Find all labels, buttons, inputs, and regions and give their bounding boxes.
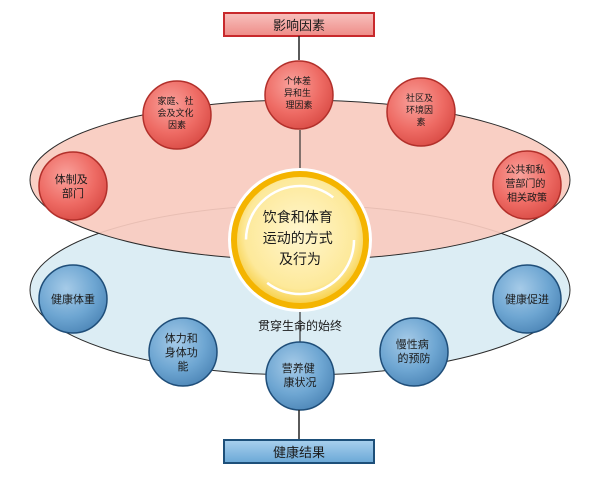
footer-box: 健康结果 — [223, 439, 375, 464]
node-healthy-weight-label: 健康体重 — [51, 292, 95, 306]
influence-node-institutions: 体制及 部门 — [38, 151, 108, 221]
influence-node-policy: 公共和私 营部门的 相关政策 — [492, 150, 562, 220]
footer-title: 健康结果 — [273, 445, 325, 461]
influence-node-individual: 个体差 异和生 理因素 — [264, 60, 334, 130]
center-circle: 饮食和体育 运动的方式 及行为 — [228, 168, 372, 312]
node-community-label: 社区及 环境因 素 — [406, 92, 436, 128]
header-title: 影响因素 — [273, 18, 325, 34]
header-box: 影响因素 — [223, 12, 375, 37]
node-chronic-disease-label: 慢性病 的预防 — [396, 337, 433, 365]
outcome-node-nutrition-status: 营养健 康状况 — [265, 341, 335, 411]
node-health-promotion-label: 健康促进 — [505, 292, 549, 306]
node-policy-label: 公共和私 营部门的 相关政策 — [505, 164, 548, 204]
outcome-node-health-promotion: 健康促进 — [492, 264, 562, 334]
node-nutrition-status-label: 营养健 康状况 — [282, 361, 319, 389]
outcome-node-physical-fitness: 体力和 身体功 能 — [148, 317, 218, 387]
influence-node-family: 家庭、社 会及文化 因素 — [142, 80, 212, 150]
influence-node-community: 社区及 环境因 素 — [386, 77, 456, 147]
outcome-node-healthy-weight: 健康体重 — [38, 264, 108, 334]
node-family-label: 家庭、社 会及文化 因素 — [158, 95, 197, 131]
outcome-node-chronic-disease: 慢性病 的预防 — [379, 317, 449, 387]
lifelong-label: 贯穿生命的始终 — [258, 318, 342, 333]
node-institutions-label: 体制及 部门 — [55, 172, 92, 200]
node-physical-fitness-label: 体力和 身体功 能 — [165, 331, 202, 373]
node-individual-label: 个体差 异和生 理因素 — [284, 75, 314, 111]
center-label: 饮食和体育 运动的方式 及行为 — [263, 209, 337, 268]
